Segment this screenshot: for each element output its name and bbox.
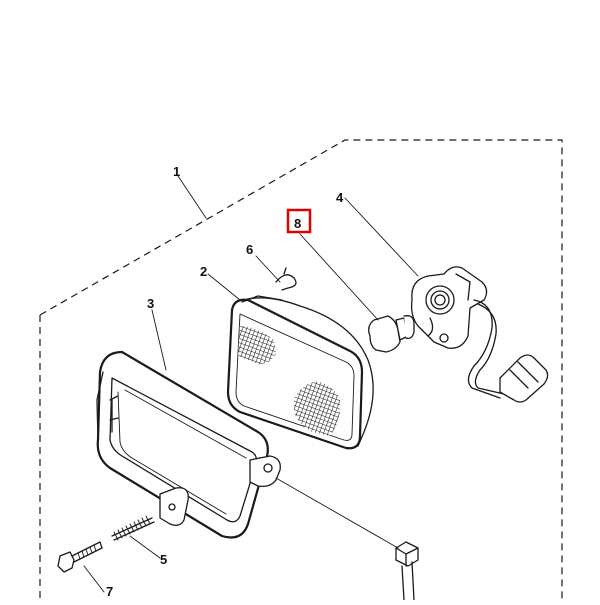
part-5-spring [111, 515, 155, 541]
mounting-bolt [395, 541, 419, 601]
callout-7: 7 [106, 584, 113, 599]
callout-3: 3 [147, 296, 154, 311]
callout-1: 1 [173, 164, 180, 179]
callout-2: 2 [200, 264, 207, 279]
part-3-headlight-rim [96, 350, 281, 539]
callout-4: 4 [336, 190, 344, 205]
callout-8-highlight-box [286, 208, 312, 234]
part-8-bulb [368, 315, 415, 353]
part-6-wire-clip [275, 267, 297, 291]
part-7-screw [57, 541, 103, 573]
part-4-bulb-socket [410, 266, 549, 403]
callout-8: 8 [294, 216, 301, 231]
assembly-boundary [39, 139, 563, 600]
callout-labels: 1 2 3 4 5 6 7 8 [106, 164, 344, 599]
leader-lines [83, 175, 419, 593]
callout-6: 6 [246, 242, 253, 257]
part-2-headlight-lens [226, 295, 374, 450]
callout-5: 5 [160, 552, 167, 567]
